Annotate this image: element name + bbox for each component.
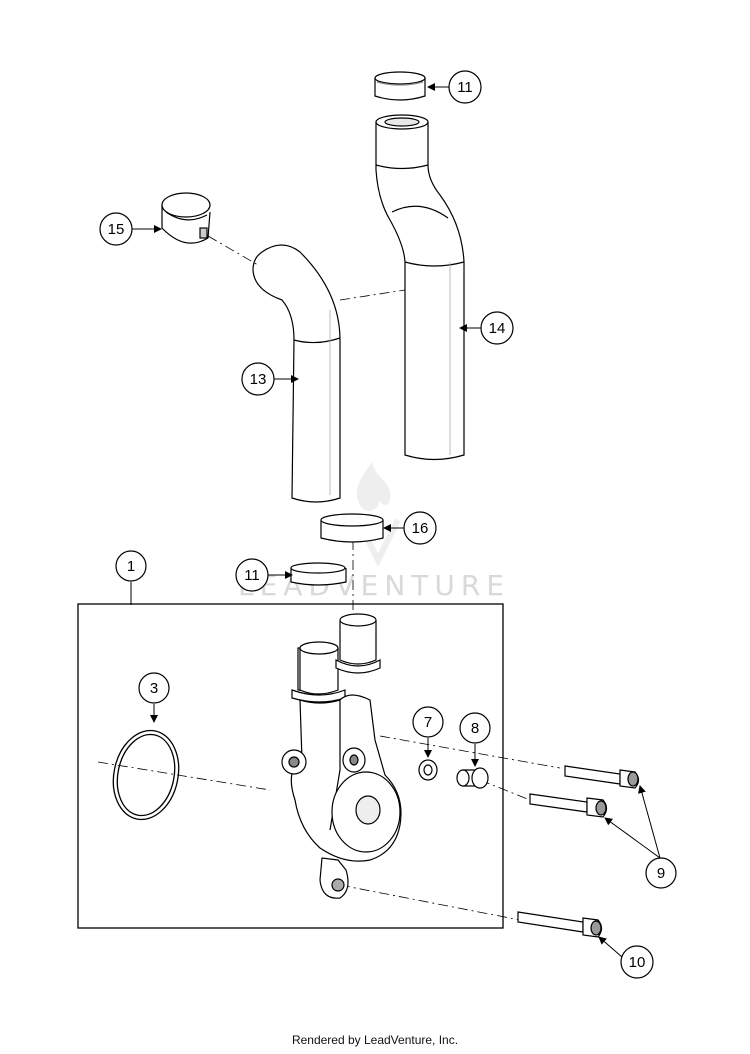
hose-part-13 xyxy=(252,244,341,503)
washer-part-7 xyxy=(418,759,438,781)
callout-8: 8 xyxy=(459,712,491,744)
callout-9: 9 xyxy=(645,857,677,889)
svg-text:16: 16 xyxy=(412,520,429,537)
svg-text:15: 15 xyxy=(108,221,125,238)
assembly-frame-box xyxy=(77,603,504,929)
svg-text:1: 1 xyxy=(127,558,135,575)
svg-text:13: 13 xyxy=(250,371,267,388)
callout-14: 14 xyxy=(480,311,514,345)
svg-text:3: 3 xyxy=(150,680,158,697)
leader-lines xyxy=(130,83,661,958)
svg-text:11: 11 xyxy=(244,567,260,584)
clamp-part-15 xyxy=(161,192,211,244)
bushing-part-8 xyxy=(456,767,489,789)
callout-11-top: 11 xyxy=(448,70,482,104)
clamp-part-11-top xyxy=(374,71,426,101)
bolts-part-9 xyxy=(529,765,640,818)
svg-text:9: 9 xyxy=(657,865,665,882)
callout-11-lower: 11 xyxy=(235,558,269,592)
sleeve-part-16 xyxy=(320,513,384,543)
flame-logo-icon xyxy=(355,462,401,567)
svg-text:7: 7 xyxy=(424,714,432,731)
svg-text:14: 14 xyxy=(489,320,506,337)
bolt-part-10 xyxy=(517,911,603,938)
callout-10: 10 xyxy=(620,945,654,979)
hose-part-14 xyxy=(375,114,465,461)
center-lines xyxy=(97,235,561,921)
clamp-part-11-lower xyxy=(290,562,347,586)
svg-text:11: 11 xyxy=(457,79,473,96)
callout-7: 7 xyxy=(412,706,444,738)
svg-text:8: 8 xyxy=(471,720,479,737)
svg-text:10: 10 xyxy=(629,954,646,971)
water-pump-assembly xyxy=(281,613,402,899)
watermark-brand: LEADVENTURE xyxy=(238,569,510,602)
footer-credit: Rendered by LeadVenture, Inc. xyxy=(291,1033,459,1047)
callout-13: 13 xyxy=(241,362,275,396)
callout-15: 15 xyxy=(99,212,133,246)
o-ring-part-3 xyxy=(112,729,180,821)
callout-3: 3 xyxy=(138,672,170,704)
callout-16: 16 xyxy=(403,511,437,545)
callout-1: 1 xyxy=(115,550,147,582)
